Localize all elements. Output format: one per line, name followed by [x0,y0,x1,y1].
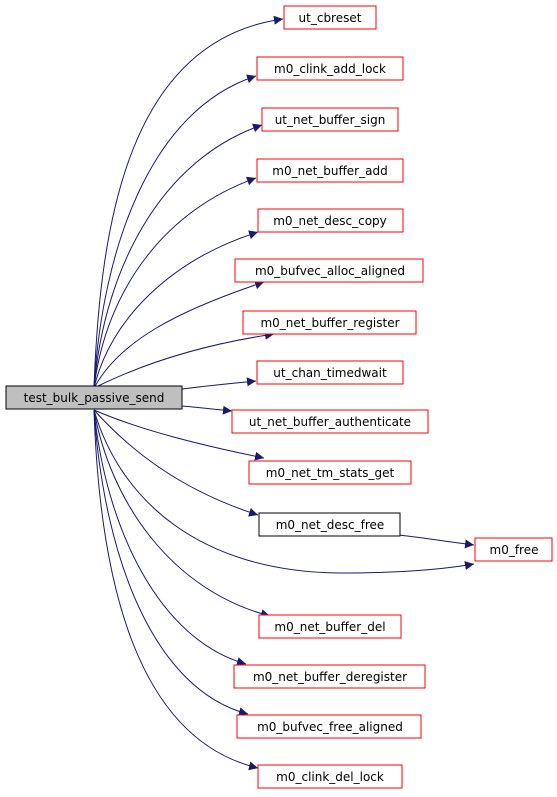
node-m0-bufvec-free-aligned[interactable]: m0_bufvec_free_aligned [236,714,422,739]
node-label: ut_net_buffer_sign [275,113,386,127]
edge-to-ut-net-buffer-authenticate [181,405,233,415]
node-label: m0_net_buffer_add [272,164,387,178]
edge-to-m0-net-tm-stats-get [93,409,265,461]
node-m0-net-buffer-register[interactable]: m0_net_buffer_register [242,310,417,335]
node-m0-free[interactable]: m0_free [474,537,553,562]
node-m0-net-desc-free[interactable]: m0_net_desc_free [258,512,401,537]
node-label: m0_net_buffer_register [260,316,399,330]
node-label: m0_net_tm_stats_get [266,466,395,480]
edge-to-m0-net-desc-copy [93,230,259,389]
edge-to-ut-chan-timedwait [181,377,257,390]
node-label: m0_net_buffer_del [274,620,385,634]
node-m0-bufvec-alloc-aligned[interactable]: m0_bufvec_alloc_aligned [234,258,424,283]
edge-to-m0-net-buffer-deregister [93,409,247,666]
edge-to-m0-net-buffer-register [93,330,275,389]
edge-to-m0-free [93,409,475,574]
node-label: m0_clink_add_lock [274,62,386,76]
node-label: m0_bufvec_free_aligned [257,720,403,734]
node-label: ut_net_buffer_authenticate [249,415,411,429]
node-m0-clink-del-lock[interactable]: m0_clink_del_lock [257,764,403,789]
node-label: m0_net_desc_copy [273,214,387,228]
node-label: ut_chan_timedwait [273,366,387,380]
node-ut-chan-timedwait[interactable]: ut_chan_timedwait [256,360,404,385]
node-ut-cbreset[interactable]: ut_cbreset [283,5,377,30]
node-m0-net-tm-stats-get[interactable]: m0_net_tm_stats_get [248,460,412,485]
edge-to-m0-clink-add-lock [93,74,257,389]
node-label: test_bulk_passive_send [24,391,165,405]
edge-to-ut-net-buffer-sign [93,123,263,389]
node-m0-net-desc-copy[interactable]: m0_net_desc_copy [257,208,404,233]
edge-to-m0-clink-del-lock [93,409,259,771]
node-label: m0_net_desc_free [276,518,385,532]
edge-to-m0-net-buffer-add [93,176,257,389]
node-test-bulk-passive-send[interactable]: test_bulk_passive_send [5,385,183,410]
node-m0-net-buffer-add[interactable]: m0_net_buffer_add [256,158,404,183]
edge-to-m0-net-buffer-del [93,409,271,619]
edge-desc-free-to-m0-free [398,534,475,549]
node-ut-net-buffer-sign[interactable]: ut_net_buffer_sign [261,107,399,132]
edge-to-m0-bufvec-free-aligned [93,409,249,717]
edges [93,15,475,771]
node-m0-clink-add-lock[interactable]: m0_clink_add_lock [256,56,404,81]
node-label: m0_net_buffer_deregister [253,670,407,684]
node-ut-net-buffer-authenticate[interactable]: ut_net_buffer_authenticate [231,409,429,434]
edge-to-m0-net-desc-free [93,409,259,517]
node-label: m0_bufvec_alloc_aligned [255,264,405,278]
node-label: m0_clink_del_lock [276,770,384,784]
node-label: m0_free [490,543,539,557]
node-m0-net-buffer-deregister[interactable]: m0_net_buffer_deregister [233,664,426,689]
node-m0-net-buffer-del[interactable]: m0_net_buffer_del [258,614,402,639]
edge-to-m0-bufvec-alloc-aligned [93,280,265,389]
node-label: ut_cbreset [299,11,362,25]
edge-to-ut-cbreset [93,15,284,389]
